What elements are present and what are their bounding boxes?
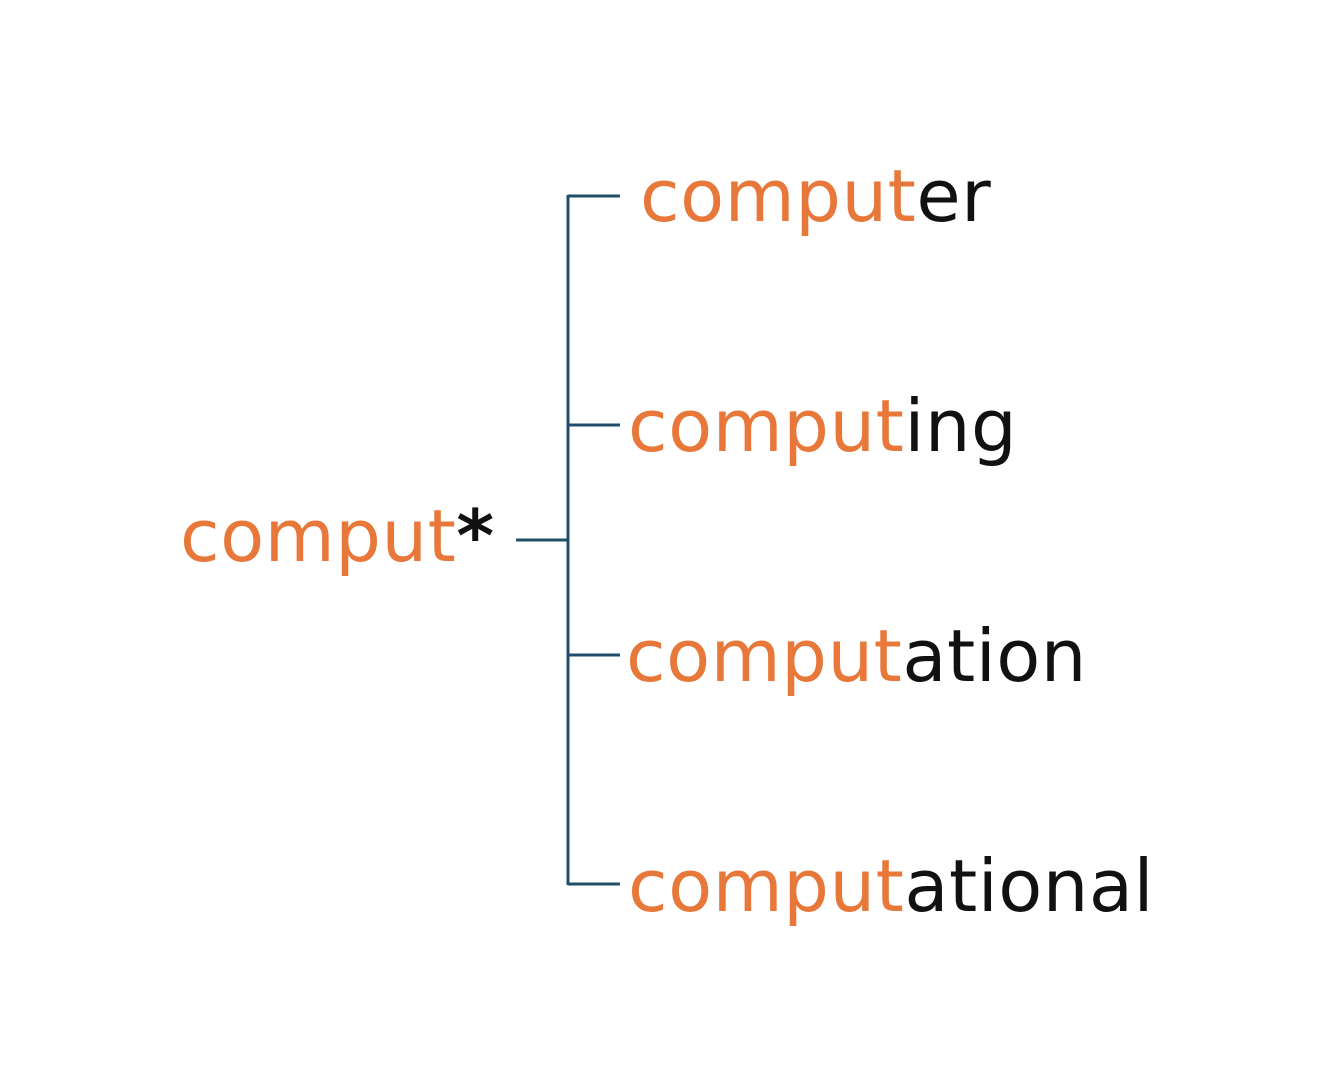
branch-word: computer (640, 160, 991, 232)
root-stem: comput (180, 494, 457, 578)
branch-suffix: ing (904, 384, 1018, 468)
branch-suffix: ation (902, 614, 1087, 698)
branch-stem: comput (626, 614, 903, 698)
branch-word: computational (628, 850, 1154, 922)
wildcard-asterisk: * (456, 494, 495, 578)
branch-stem: comput (640, 154, 917, 238)
branch-suffix: ational (904, 844, 1155, 928)
branch-stem: comput (628, 384, 905, 468)
branch-stem: comput (628, 844, 905, 928)
branch-word: computing (628, 390, 1017, 462)
branch-suffix: er (916, 154, 992, 238)
branch-word: computation (626, 620, 1087, 692)
root-word: comput* (180, 500, 495, 572)
